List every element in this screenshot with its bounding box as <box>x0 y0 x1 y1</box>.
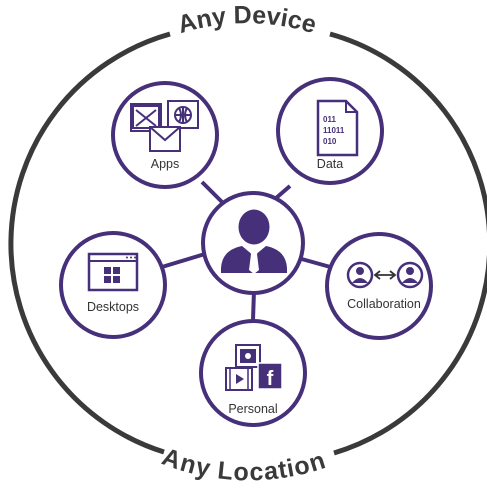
collaboration-label: Collaboration <box>347 297 421 311</box>
node-collaboration <box>325 232 433 340</box>
windows-desktop-icon <box>87 252 139 292</box>
apps-icon <box>130 100 199 152</box>
connector-collaboration <box>297 256 335 270</box>
facebook-badge: f <box>267 368 274 390</box>
top-label: Any Device <box>175 1 320 39</box>
connector-personal <box>251 289 256 321</box>
binary-line-3: 010 <box>323 137 337 146</box>
bottom-label: Any Location <box>158 443 328 487</box>
connector-apps <box>200 180 227 207</box>
outer-ring <box>8 31 487 456</box>
personal-label: Personal <box>228 402 277 416</box>
data-label: Data <box>317 157 343 171</box>
binary-line-1: 011 <box>323 115 336 124</box>
user-icon <box>221 209 287 274</box>
data-file-icon: 011 11011 010 <box>316 99 359 157</box>
desktops-label: Desktops <box>87 300 139 314</box>
social-media-icon: f <box>225 344 283 391</box>
user-exchange-icon <box>346 261 424 289</box>
apps-label: Apps <box>151 157 180 171</box>
binary-line-2: 11011 <box>323 126 345 135</box>
